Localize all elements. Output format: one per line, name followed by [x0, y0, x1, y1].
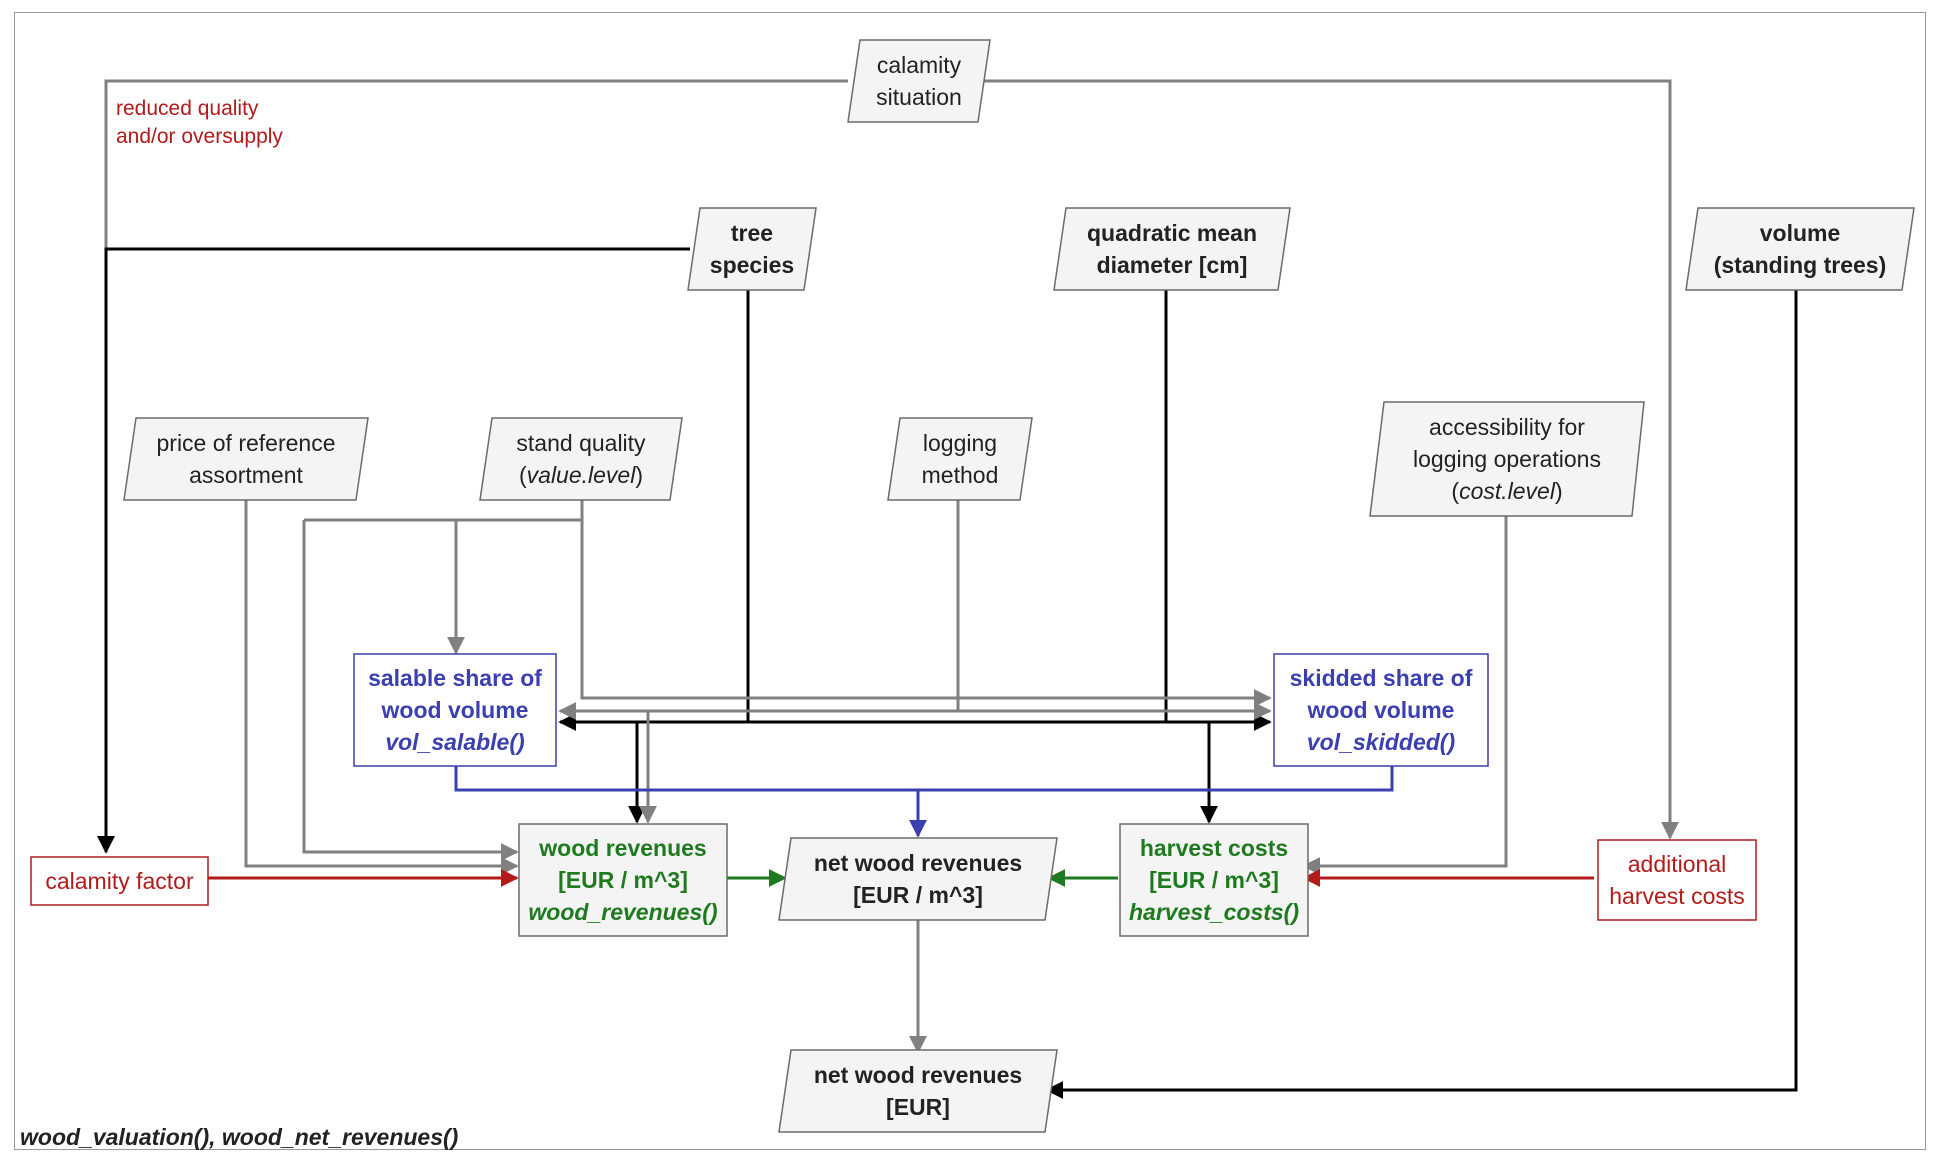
accessibility-line-3: (cost.level): [1451, 475, 1562, 507]
accessibility-paren-open: (: [1451, 478, 1460, 504]
salable-function: vol_salable(): [385, 729, 525, 755]
node-tree-species: tree species: [688, 208, 816, 290]
accessibility-cost-level: cost.level: [1459, 478, 1555, 504]
node-shape-calamity-situation: [847, 39, 991, 123]
stand-quality-line-1: stand quality: [516, 430, 646, 456]
node-shape-net-eur: [778, 1049, 1058, 1133]
edge-quality-branch: [304, 500, 584, 522]
edge-calamity-to-additional: [978, 79, 1679, 840]
stand-quality-paren-close: ): [635, 462, 644, 488]
wood-revenues-function: wood_revenues(): [528, 899, 718, 925]
node-shape-logging: [887, 417, 1033, 501]
skidded-line-1: skidded share of: [1289, 665, 1473, 691]
stand-quality-value-level: value.level: [526, 462, 636, 488]
calamity-factor-label: calamity factor: [45, 868, 194, 894]
node-shape-volume: [1685, 207, 1915, 291]
logging-line-1: logging: [922, 430, 998, 456]
skidded-line-2: wood volume: [1307, 697, 1455, 723]
node-volume-standing-trees: volume (standing trees): [1686, 208, 1914, 290]
node-additional-harvest-costs: additional harvest costs: [1598, 840, 1756, 920]
edge-quality-to-wood-revenues: [302, 520, 519, 861]
node-price-reference: price of reference assortment: [124, 418, 368, 500]
node-accessibility: accessibility for logging operations (co…: [1370, 402, 1644, 516]
wood-revenues-line-2: [EUR / m^3]: [558, 867, 688, 893]
node-shape-calamity-factor: [30, 856, 209, 906]
node-harvest-costs: harvest costs [EUR / m^3] harvest_costs(…: [1120, 824, 1308, 936]
skidded-function: vol_skidded(): [1306, 729, 1456, 755]
price-line-2: assortment: [189, 462, 303, 488]
node-shape-wood-revenues: [518, 823, 728, 937]
tree-species-line-1: tree: [730, 220, 774, 246]
harvest-costs-function: harvest_costs(): [1128, 899, 1300, 925]
diagram-frame: [14, 12, 1926, 1150]
node-calamity-factor: calamity factor: [31, 857, 208, 905]
harvest-costs-line-1: harvest costs: [1139, 835, 1289, 861]
node-logging-method: logging method: [888, 418, 1032, 500]
net-m3-line-2: [EUR / m^3]: [853, 882, 983, 908]
net-eur-line-1: net wood revenues: [813, 1062, 1023, 1088]
node-shape-tree-species: [687, 207, 817, 291]
node-shape-price: [123, 417, 369, 501]
node-shape-salable: [353, 653, 557, 767]
node-net-wood-revenues-eur: net wood revenues [EUR]: [779, 1050, 1057, 1132]
accessibility-line-2: logging operations: [1413, 446, 1601, 472]
edge-quality-to-skidded: [580, 520, 1272, 707]
footer-function-names: wood_valuation(), wood_net_revenues(): [20, 1124, 459, 1150]
edge-blue-combiner: [454, 766, 1394, 792]
logging-line-2: method: [921, 462, 999, 488]
node-stand-quality: stand quality (value.level): [480, 418, 682, 500]
net-eur-line-2: [EUR]: [886, 1094, 950, 1120]
edge-volume-to-net-eur: [1045, 290, 1798, 1099]
volume-line-2: (standing trees): [1713, 252, 1887, 278]
node-wood-revenues: wood revenues [EUR / m^3] wood_revenues(…: [519, 824, 727, 936]
additional-line-2: harvest costs: [1609, 883, 1745, 909]
harvest-costs-line-2: [EUR / m^3]: [1149, 867, 1279, 893]
annotation-line-1: reduced quality: [116, 97, 259, 120]
edge-price-to-wood-revenues: [244, 500, 519, 875]
wood-revenues-line-1: wood revenues: [539, 835, 707, 861]
node-calamity-situation: calamity situation: [848, 40, 990, 122]
node-shape-stand-quality: [479, 417, 683, 501]
net-m3-line-1: net wood revenues: [813, 850, 1023, 876]
annotation-reduced-quality: reduced quality and/or oversupply: [116, 95, 283, 151]
diameter-line-2: diameter [cm]: [1096, 252, 1248, 278]
accessibility-line-1: accessibility for: [1429, 414, 1585, 440]
node-shape-skidded: [1273, 653, 1489, 767]
node-net-wood-revenues-m3: net wood revenues [EUR / m^3]: [779, 838, 1057, 920]
calamity-situation-line-2: situation: [876, 84, 962, 110]
node-shape-harvest-costs: [1119, 823, 1309, 937]
node-shape-diameter: [1053, 207, 1291, 291]
diameter-line-1: quadratic mean: [1087, 220, 1257, 246]
node-shape-accessibility: [1369, 401, 1645, 517]
node-quadratic-mean-diameter: quadratic mean diameter [cm]: [1054, 208, 1290, 290]
accessibility-paren-close: ): [1554, 478, 1563, 504]
salable-line-1: salable share of: [368, 665, 542, 691]
node-shape-net-m3: [778, 837, 1058, 921]
annotation-line-2: and/or oversupply: [116, 125, 283, 148]
salable-line-2: wood volume: [381, 697, 529, 723]
tree-species-line-2: species: [709, 252, 795, 278]
volume-line-1: volume: [1759, 220, 1841, 246]
node-shape-additional: [1597, 839, 1757, 921]
node-skidded-share: skidded share of wood volume vol_skidded…: [1274, 654, 1488, 766]
stand-quality-paren-open: (: [518, 462, 527, 488]
stand-quality-line-2: (value.level): [519, 459, 643, 491]
additional-line-1: additional: [1627, 851, 1727, 877]
node-salable-share: salable share of wood volume vol_salable…: [354, 654, 556, 766]
edge-access-to-harvest-costs: [1302, 515, 1508, 875]
edge-species-to-factor: [97, 247, 690, 854]
price-line-1: price of reference: [156, 430, 336, 456]
calamity-situation-line-1: calamity: [876, 52, 962, 78]
